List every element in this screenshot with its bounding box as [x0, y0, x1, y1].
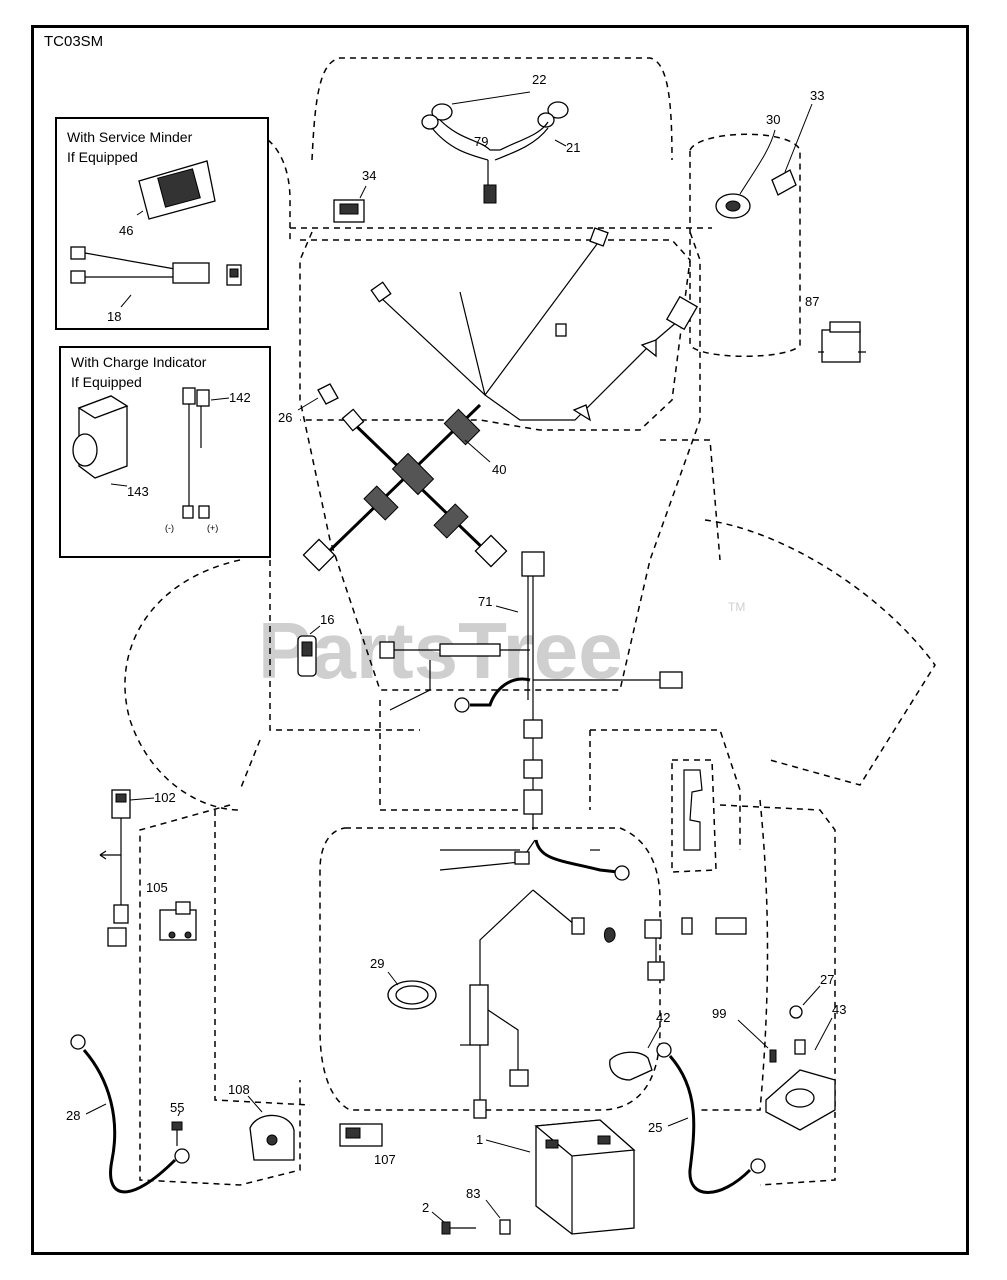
callout-16: 16: [320, 612, 334, 627]
callout-21: 21: [566, 140, 580, 155]
callout-2: 2: [422, 1200, 429, 1215]
callout-18: 18: [107, 309, 121, 324]
callout-99: 99: [712, 1006, 726, 1021]
callout-1: 1: [476, 1132, 483, 1147]
callout-108: 108: [228, 1082, 250, 1097]
callout-29: 29: [370, 956, 384, 971]
battery-1: [485, 1119, 636, 1235]
callout-55: 55: [170, 1100, 184, 1115]
callout-83: 83: [466, 1186, 480, 1201]
lower-harness: [439, 839, 747, 1119]
inset-service-minder-title-2: If Equipped: [67, 149, 138, 165]
callout-33: 33: [810, 88, 824, 103]
part-42: [609, 1025, 661, 1081]
diagram-code: TC03SM: [44, 33, 104, 50]
watermark-tm: TM: [728, 600, 745, 614]
bolt-55: [171, 1111, 183, 1146]
callout-30: 30: [766, 112, 780, 127]
relay-87: [818, 321, 866, 363]
callout-142: 142: [229, 390, 251, 405]
inset-service-minder: With Service Minder If Equipped 46 18: [55, 117, 269, 330]
callout-143: 143: [127, 484, 149, 499]
part-102: [99, 789, 155, 947]
inset-service-minder-art: 46 18: [70, 160, 242, 324]
callout-79: 79: [474, 134, 488, 149]
part-108: [247, 1095, 295, 1161]
part-29: [387, 971, 437, 1010]
callout-87: 87: [805, 294, 819, 309]
part-16: [297, 625, 321, 677]
callout-22: 22: [532, 72, 546, 87]
callout-28: 28: [66, 1108, 80, 1123]
terminal-pos: (+): [207, 523, 218, 533]
part-26: [297, 383, 339, 411]
callout-27: 27: [820, 972, 834, 987]
callout-43: 43: [832, 1002, 846, 1017]
part-105: [159, 901, 197, 941]
battery-cable-28: [70, 1034, 190, 1194]
harness-71: [379, 551, 683, 830]
callout-71: 71: [478, 594, 492, 609]
part-107: [339, 1123, 383, 1147]
callout-107: 107: [374, 1152, 396, 1167]
callout-40: 40: [492, 462, 506, 477]
bolt-2-nut-83: [431, 1199, 511, 1235]
callout-102: 102: [154, 790, 176, 805]
callout-26: 26: [278, 410, 292, 425]
switch-34: [333, 185, 367, 223]
callout-25: 25: [648, 1120, 662, 1135]
inset-charge-indicator: With Charge Indicator If Equipped 143 14…: [59, 346, 271, 558]
callout-42: 42: [656, 1010, 670, 1025]
headlight-harness: [421, 91, 569, 204]
tractor-outline: [124, 57, 936, 1186]
battery-cable-25: [656, 1042, 766, 1194]
callout-105: 105: [146, 880, 168, 895]
inset-service-minder-title-1: With Service Minder: [67, 129, 193, 145]
inset-charge-indicator-title-2: If Equipped: [71, 374, 142, 390]
terminal-neg: (-): [165, 523, 174, 533]
inset-charge-indicator-title-1: With Charge Indicator: [71, 354, 207, 370]
lever-plate: [671, 759, 717, 873]
callout-34: 34: [362, 168, 376, 183]
diagram-frame: [31, 25, 969, 1255]
callout-46: 46: [119, 223, 133, 238]
inset-charge-indicator-art: 143 142 (-) (+): [72, 387, 251, 533]
main-harness-40: [302, 227, 699, 572]
solenoid-43: [737, 985, 836, 1131]
ignition-30-33: [715, 103, 813, 219]
